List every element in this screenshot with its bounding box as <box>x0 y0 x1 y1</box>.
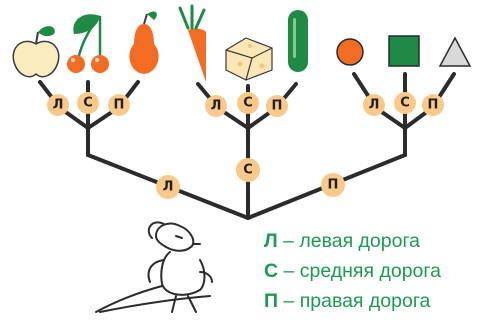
legend-letter-center: С <box>264 260 278 282</box>
badge-shape-left-label: Л <box>369 98 380 113</box>
badge-shape-right: П <box>422 94 444 116</box>
badges: Л С П Л С П Л С <box>47 92 444 199</box>
mouse-trail <box>100 296 210 312</box>
apple-icon <box>13 26 59 77</box>
badge-food-center-label: С <box>243 96 253 111</box>
mouse-icon <box>96 222 212 312</box>
legend-text-right: – правая дорога <box>278 290 430 312</box>
cheese-icon <box>226 38 272 80</box>
legend-text-center: – средняя дорога <box>278 260 441 282</box>
legend-row-center: С – средняя дорога <box>264 256 496 286</box>
badge-main-right: П <box>321 173 345 197</box>
badge-shape-left: Л <box>363 94 385 116</box>
legend-row-right: П – правая дорога <box>264 286 496 316</box>
carrot-icon <box>180 6 206 82</box>
badge-main-left-label: Л <box>163 180 174 195</box>
badge-shape-center: С <box>394 92 416 114</box>
badge-food-right-label: П <box>272 99 283 114</box>
cucumber-icon <box>288 10 308 72</box>
badge-food-left-label: Л <box>211 99 222 114</box>
badge-fruit-center: С <box>77 92 99 114</box>
badge-main-center-label: С <box>243 163 253 178</box>
legend-letter-right: П <box>264 290 278 312</box>
legend-text-left: – левая дорога <box>278 230 420 252</box>
badge-shape-center-label: С <box>400 96 410 111</box>
badge-main-right-label: П <box>328 178 339 193</box>
cherry-icon <box>67 14 109 73</box>
square-icon <box>389 36 419 66</box>
legend-row-left: Л – левая дорога <box>264 226 496 256</box>
badge-food-left: Л <box>205 95 227 117</box>
badge-fruit-right: П <box>108 94 130 116</box>
triangle-icon <box>440 38 470 66</box>
badge-main-left: Л <box>156 175 180 199</box>
legend-letter-left: Л <box>264 230 278 252</box>
badge-fruit-left-label: Л <box>53 98 64 113</box>
legend: Л – левая дорога С – средняя дорога П – … <box>264 226 496 316</box>
badge-food-center: С <box>237 92 259 114</box>
pear-icon <box>129 12 158 74</box>
badge-fruit-right-label: П <box>114 98 125 113</box>
badge-fruit-center-label: С <box>83 96 93 111</box>
badge-main-center: С <box>236 158 260 182</box>
badge-fruit-left: Л <box>47 94 69 116</box>
badge-shape-right-label: П <box>428 98 439 113</box>
circle-icon <box>337 39 363 65</box>
badge-food-right: П <box>266 95 288 117</box>
